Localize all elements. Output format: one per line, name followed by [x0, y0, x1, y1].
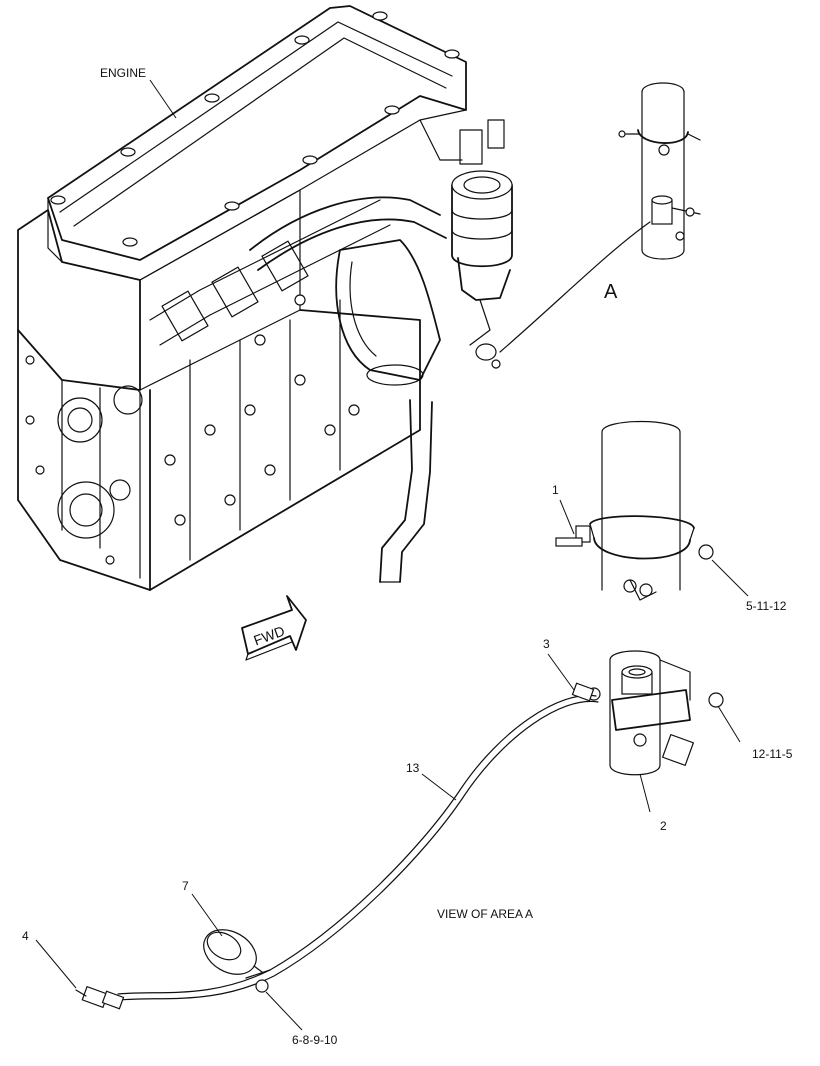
clamp-detail: 1 5-11-12	[552, 420, 787, 613]
engine-label: ENGINE	[100, 66, 146, 80]
valve-detail: 3 12-11-5 2	[543, 637, 793, 833]
callout-1: 1	[552, 483, 559, 497]
callout-6-8-9-10: 6-8-9-10	[292, 1033, 338, 1047]
callout-12-11-5: 12-11-5	[752, 747, 793, 761]
callout-3: 3	[543, 637, 550, 651]
callout-5-11-12: 5-11-12	[746, 599, 787, 613]
fwd-arrow: FWD	[241, 595, 307, 661]
callout-2: 2	[660, 819, 667, 833]
engine-block	[17, 5, 513, 591]
callout-13: 13	[406, 761, 420, 775]
cover-bolts	[50, 11, 460, 247]
callout-7: 7	[182, 879, 189, 893]
area-a-label: A	[604, 281, 618, 303]
hose-detail: 13 7 4 6-8-9-10	[22, 682, 599, 1047]
block-bolts	[25, 355, 336, 565]
area-a-small: A	[499, 82, 701, 353]
engine-callout: ENGINE	[100, 66, 177, 119]
view-of-area-caption: VIEW OF AREA A	[437, 907, 533, 921]
callout-4: 4	[22, 929, 29, 943]
